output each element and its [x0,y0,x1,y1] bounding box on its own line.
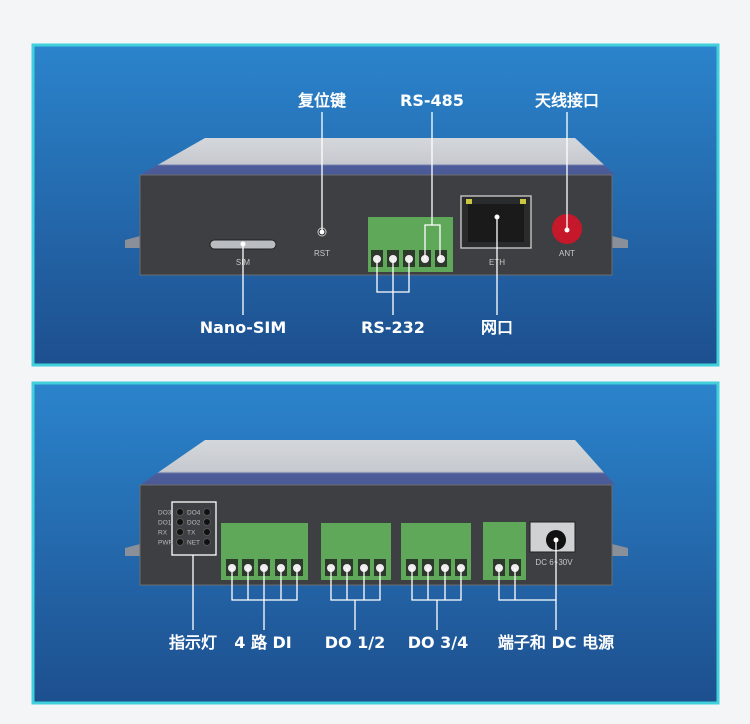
callout-power: 端子和 DC 电源 [498,633,614,652]
callout-di: 4 路 DI [234,633,292,652]
terminal-screw [258,559,270,576]
callout-rs232: RS-232 [361,318,425,337]
led-indicator [203,508,211,516]
device-top-cover [140,440,615,485]
terminal-screw [374,559,386,576]
terminal-screw [325,559,337,576]
led-indicator [203,518,211,526]
terminal-screw [371,250,383,267]
led-indicator [176,528,184,536]
led-indicator [203,528,211,536]
rst-silkscreen: RST [314,249,330,258]
led-label: DO3 [158,510,172,517]
led-indicator [203,538,211,546]
led-label: DO2 [187,520,201,527]
callout-do34: DO 3/4 [408,633,469,652]
ant-silkscreen: ANT [559,249,575,258]
callout-do12: DO 1/2 [325,633,386,652]
led-label: TX [187,530,196,537]
terminal-screw [403,250,415,267]
top-panel: SIM RST ETH ANT 复位键 RS-485 天线接口 Nano-SIM… [31,43,720,367]
led-indicator [176,518,184,526]
device-front-top: SIM RST ETH ANT [125,138,628,276]
callout-reset: 复位键 [297,91,346,110]
led-label: PWR [158,540,173,547]
callout-nano-sim: Nano-SIM [200,318,287,337]
led-label: NET [187,540,200,547]
callout-rs485: RS-485 [400,91,464,110]
leader-lines-bottom [192,537,559,630]
callout-indicators: 指示灯 [169,633,217,652]
led-indicator [176,508,184,516]
device-top-cover [140,138,615,175]
leader-lines-top [240,112,570,315]
power-silkscreen: DC 6~30V [535,558,573,567]
led-label: RX [158,530,168,537]
terminal-screw [435,250,447,267]
led-label: DO4 [187,510,201,517]
led-label: DO1 [158,520,172,527]
led-indicator [176,538,184,546]
callout-antenna: 天线接口 [535,91,599,110]
indicator-box [171,501,217,556]
callout-ethernet: 网口 [481,318,513,337]
